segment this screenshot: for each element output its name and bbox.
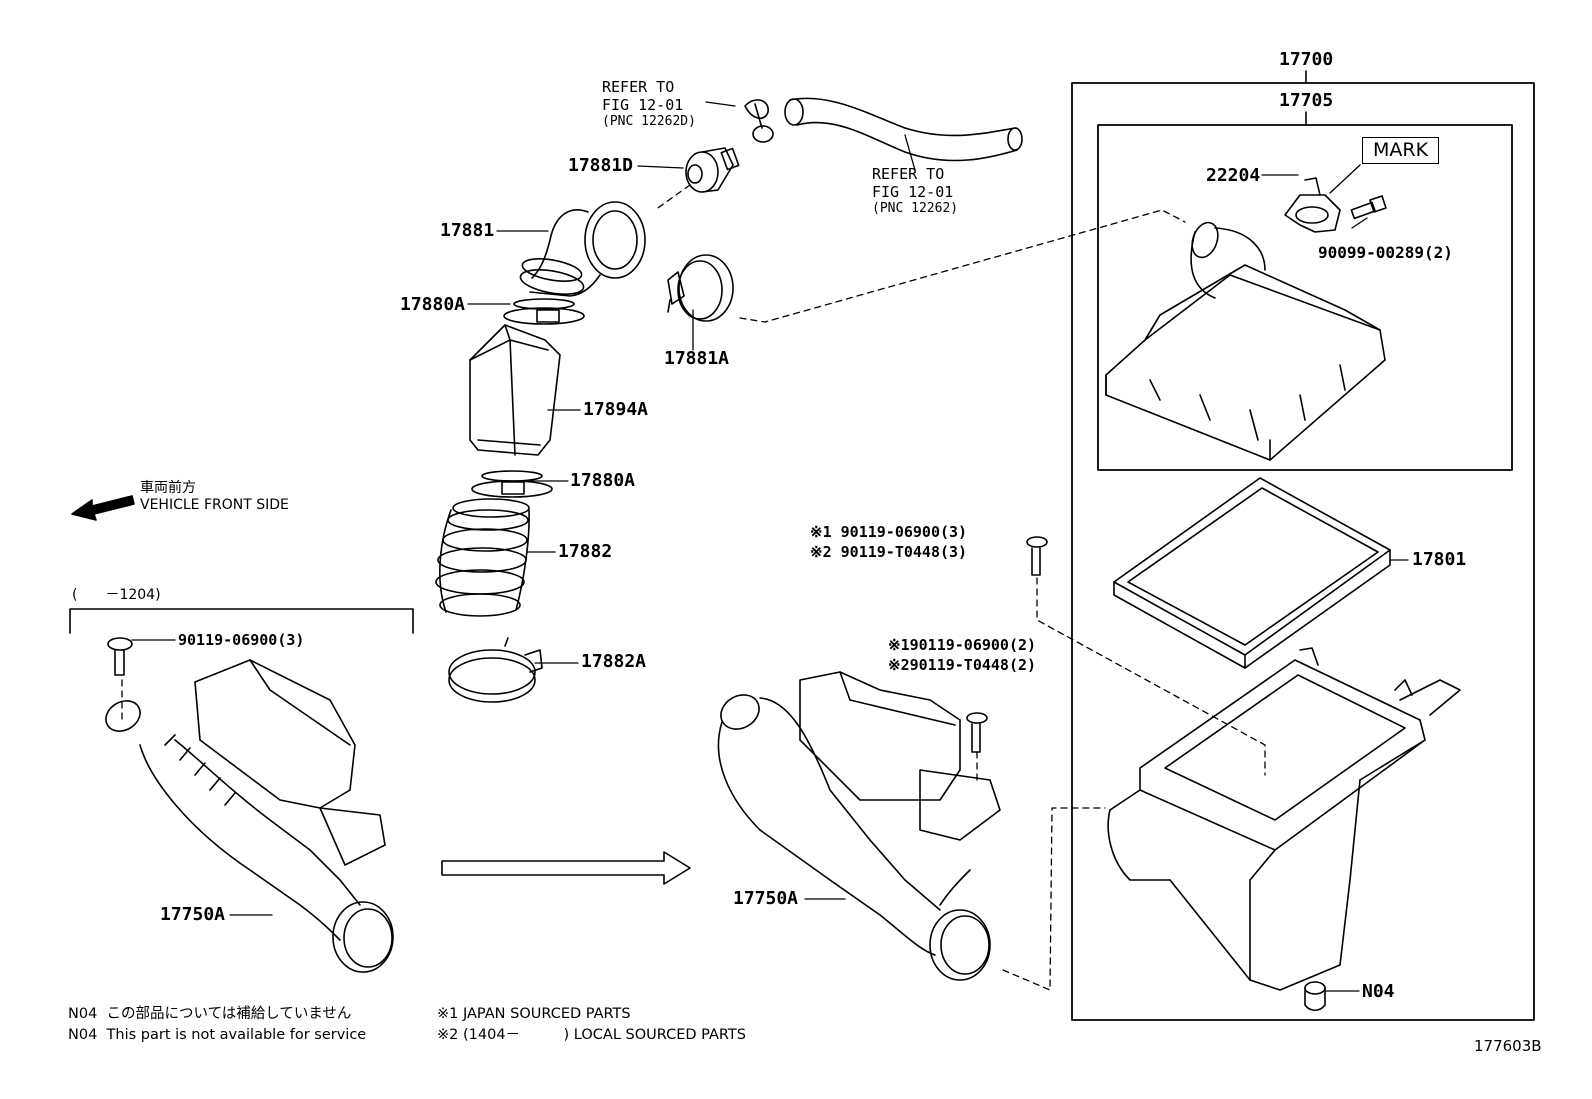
- label-17705: 17705: [1279, 90, 1334, 111]
- note-code: N04: [68, 1027, 98, 1044]
- notes-sourcing: ※1 JAPAN SOURCED PARTS ※2 (1404－ ) LOCAL…: [437, 1004, 746, 1046]
- mark-box: MARK: [1362, 137, 1440, 164]
- box-17705: [1097, 124, 1513, 471]
- cleaner-cap-drawing: [1105, 221, 1386, 461]
- refer-line-1: REFER TO: [602, 78, 675, 96]
- label-N04: N04: [1362, 981, 1395, 1002]
- leader-lines: [131, 101, 1409, 992]
- sensor-17881D-drawing: [685, 147, 740, 193]
- label-17882: 17882: [558, 541, 613, 562]
- label-17700: 17700: [1279, 49, 1334, 70]
- refer-line-2: FIG 12-01: [872, 183, 954, 201]
- cleaner-case-drawing: [1107, 647, 1461, 991]
- label-90119-left: 90119-06900(3): [178, 631, 305, 649]
- direction-arrows: [71, 495, 691, 885]
- note-row: N04 This part is not available for servi…: [68, 1025, 366, 1046]
- direction-en: VEHICLE FRONT SIDE: [140, 496, 289, 513]
- label-17880A-top: 17880A: [400, 294, 466, 315]
- callout-line-2: ※290119-T0448(2): [888, 655, 1037, 674]
- callout-line-1: ※190119-06900(2): [888, 636, 1037, 654]
- box-17700: [1071, 82, 1535, 1021]
- vehicle-front-arrow: [71, 495, 135, 521]
- intake-17750A-right-drawing: [717, 671, 1001, 981]
- intake-17750A-left-drawing: [105, 659, 394, 973]
- change-arrow: [441, 851, 691, 885]
- filter-17801-drawing: [1113, 477, 1391, 669]
- label-17881A: 17881A: [664, 348, 730, 369]
- sensor-22204-drawing: [1284, 177, 1387, 233]
- clamps-17880A-drawing: [471, 298, 585, 498]
- grommet-N04-drawing: [1304, 981, 1326, 1012]
- refer-fig-12262D: REFER TO FIG 12-01 (PNC 12262D): [602, 78, 696, 130]
- label-17750A-left: 17750A: [160, 904, 226, 925]
- clamp-17882A-drawing: [448, 637, 543, 703]
- label-90099-00289: 90099-00289(2): [1318, 243, 1453, 262]
- label-17882A: 17882A: [581, 651, 647, 672]
- bolts-drawing: [107, 536, 1048, 753]
- callout-line-1: ※1 90119-06900(3): [810, 523, 968, 541]
- figure-code: 177603B: [1474, 1037, 1542, 1055]
- refer-line-1: REFER TO: [872, 165, 945, 183]
- elbow-17881-drawing: [519, 201, 646, 297]
- note-local: ※2 (1404－ ) LOCAL SOURCED PARTS: [437, 1027, 746, 1044]
- refer-line-3: (PNC 12262): [872, 201, 959, 216]
- refer-fig-12262: REFER TO FIG 12-01 (PNC 12262): [872, 165, 958, 217]
- note-text: この部品については補給していません: [106, 1006, 352, 1022]
- label-17881D: 17881D: [568, 155, 634, 176]
- label-17880A-mid: 17880A: [570, 470, 636, 491]
- note-text: This part is not available for service: [106, 1027, 367, 1044]
- duct-17894A-drawing: [469, 324, 561, 456]
- hose-drawing: [744, 97, 1023, 162]
- note-japan: ※1 JAPAN SOURCED PARTS: [437, 1006, 631, 1022]
- note-row: N04 この部品については補給していません: [68, 1004, 366, 1025]
- range-label: ( －1204): [72, 587, 161, 603]
- direction-jp: 車両前方: [140, 480, 196, 496]
- callout-upper-bolts: ※1 90119-06900(3) ※2 90119-T0448(3): [810, 523, 967, 562]
- label-22204: 22204: [1206, 165, 1261, 186]
- range-bracket: [69, 608, 414, 634]
- callout-lower-bolts: ※190119-06900(2) ※290119-T0448(2): [888, 636, 1036, 675]
- vehicle-front-direction: 車両前方 VEHICLE FRONT SIDE: [140, 480, 289, 514]
- refer-line-3: (PNC 12262D): [602, 114, 696, 129]
- label-17894A: 17894A: [583, 399, 649, 420]
- label-17750A-right: 17750A: [733, 888, 799, 909]
- refer-line-2: FIG 12-01: [602, 96, 684, 114]
- dashed-lines: [121, 184, 1266, 991]
- note-code: N04: [68, 1006, 98, 1022]
- clamp-17881A-drawing: [667, 254, 734, 322]
- callout-line-2: ※2 90119-T0448(3): [810, 542, 968, 561]
- bellows-17882-drawing: [435, 498, 530, 617]
- label-17881: 17881: [440, 220, 495, 241]
- assembly-boxes: [69, 70, 1535, 1021]
- label-17801: 17801: [1412, 549, 1467, 570]
- notes-n04: N04 この部品については補給していません N04 This part is n…: [68, 1004, 366, 1046]
